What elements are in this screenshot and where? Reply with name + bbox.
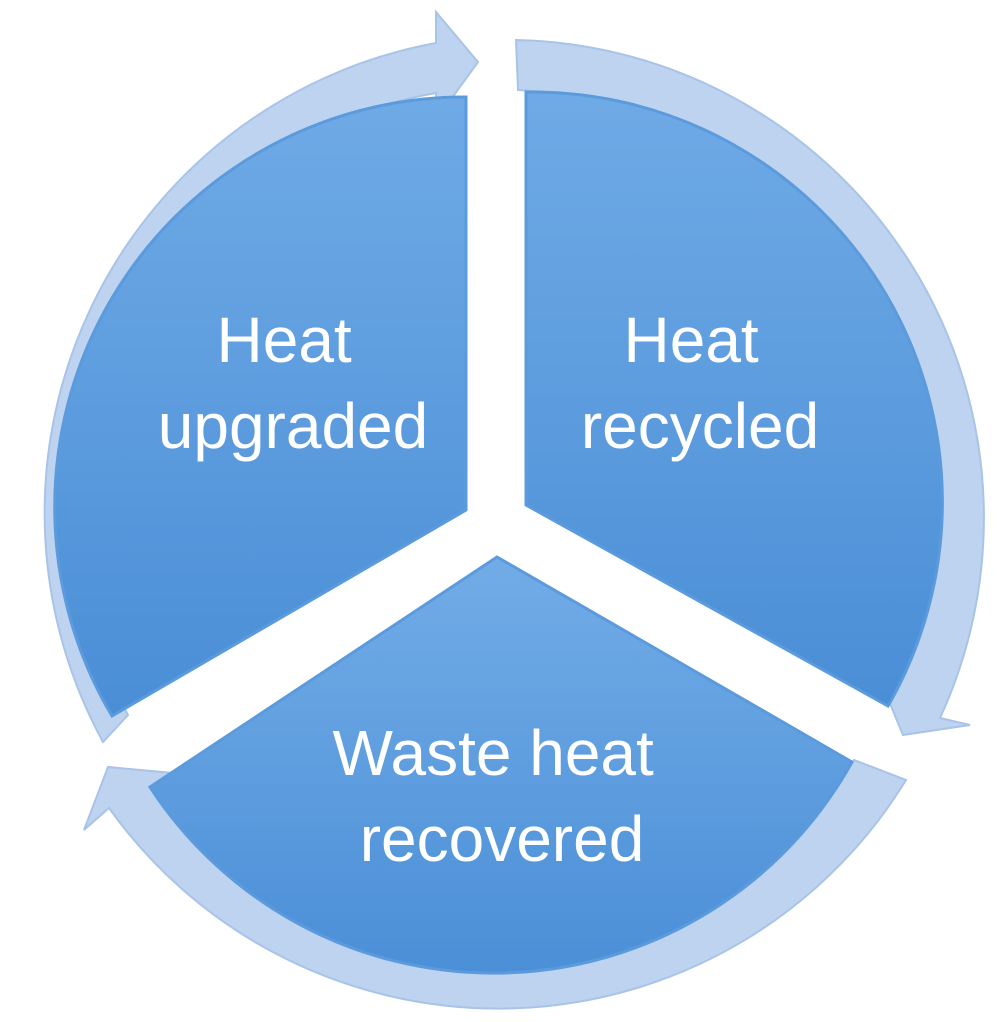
label-recovered-line2: recovered <box>360 803 645 875</box>
label-upgraded-line2: upgraded <box>158 390 428 462</box>
segment-recycled <box>524 90 944 709</box>
label-recycled-line2: recycled <box>581 390 819 462</box>
labels: Heat upgraded Heat recycled Waste heat r… <box>158 304 819 875</box>
pie <box>53 90 944 975</box>
label-recovered-line1: Waste heat <box>332 717 654 789</box>
segment-label-upgraded: Heat upgraded <box>158 304 428 462</box>
segment-upgraded <box>53 95 468 719</box>
label-recycled-line1: Heat <box>624 304 759 376</box>
label-upgraded-line1: Heat <box>217 304 352 376</box>
segment-label-recovered: Waste heat recovered <box>332 717 671 875</box>
segment-label-recycled: Heat recycled <box>581 304 819 462</box>
segment-recovered <box>147 555 855 975</box>
